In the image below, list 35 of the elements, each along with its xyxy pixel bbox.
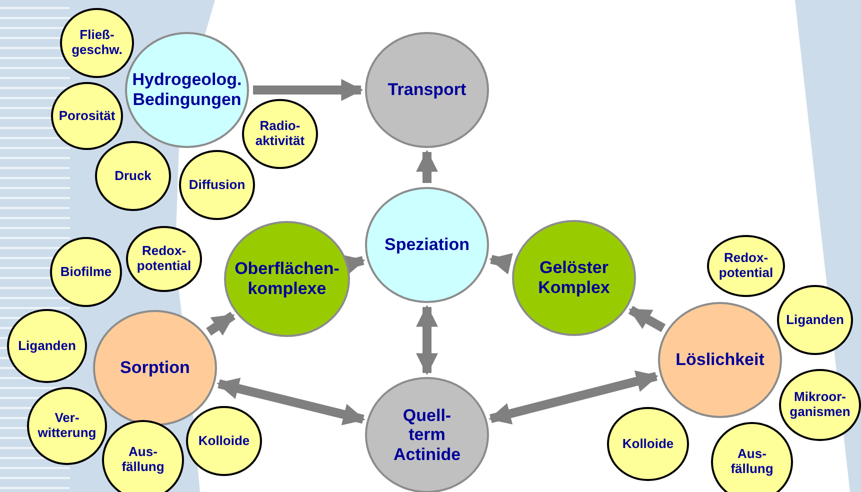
node-label: Löslichkeit xyxy=(676,350,764,370)
node-label: Kolloide xyxy=(622,436,674,452)
arrow xyxy=(206,312,236,336)
node-label: Speziation xyxy=(384,235,470,255)
factor-circle xyxy=(711,422,793,492)
arrow xyxy=(416,150,438,183)
node-label: Transport xyxy=(388,80,466,100)
node-label: Biofilme xyxy=(60,264,112,280)
node-label: Druck xyxy=(114,168,152,184)
node-label: Gelöster Komplex xyxy=(537,258,611,298)
node-label: Kolloide xyxy=(198,434,250,448)
node-label: Porosität xyxy=(58,108,116,124)
arrow xyxy=(253,79,364,101)
arrow xyxy=(628,306,666,332)
arrow xyxy=(216,378,366,426)
node-label: Redox- potential xyxy=(136,244,192,274)
arrow xyxy=(416,304,438,376)
node-label: Aus- fällung xyxy=(120,445,166,475)
node-label: Liganden xyxy=(786,312,844,328)
factor-circle xyxy=(179,150,255,220)
node-label: Aus- fällung xyxy=(730,447,774,477)
node-label: Radio- aktivität xyxy=(254,119,306,149)
arrow xyxy=(488,370,658,424)
node-label: Fließ- geschw. xyxy=(70,28,124,58)
node-label: Mikroor- ganismen xyxy=(788,390,852,420)
node-label: Hydrogeolog. Bedingungen xyxy=(131,70,243,110)
arrow xyxy=(489,253,513,274)
node-label: Ver- witterung xyxy=(36,411,98,441)
node-label: Liganden xyxy=(18,338,76,354)
node-label: Quell- term Actinide xyxy=(392,406,462,464)
factor-circle xyxy=(779,369,861,441)
node-label: Sorption xyxy=(120,358,190,378)
node-label: Redox- potential xyxy=(718,251,774,281)
node-label: Diffusion xyxy=(188,178,246,192)
node-label: Oberflächen- komplexe xyxy=(234,259,340,299)
